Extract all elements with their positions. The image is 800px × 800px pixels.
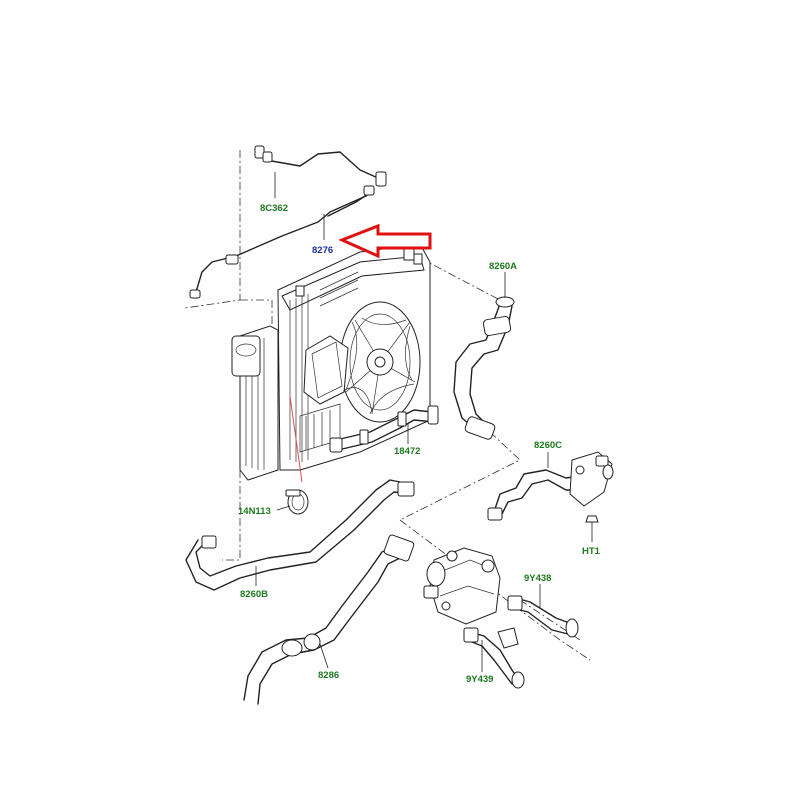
label-8260A: 8260A — [489, 261, 517, 272]
radiator-fan-assembly — [231, 243, 431, 481]
hose-8286[interactable] — [243, 534, 415, 705]
hose-8260C[interactable] — [487, 451, 614, 521]
label-9Y439: 9Y439 — [466, 674, 493, 685]
label-8276: 8276 — [312, 245, 333, 256]
label-HT1: HT1 — [582, 546, 601, 557]
label-8260B: 8260B — [240, 589, 268, 600]
label-8260C: 8260C — [534, 440, 562, 451]
label-18472: 18472 — [394, 446, 420, 457]
hose-8260A[interactable] — [453, 296, 515, 440]
leader-lines — [255, 172, 593, 672]
part-labels: 8C362 8276 8260A 18472 8260C HT1 14N113 … — [238, 203, 601, 685]
pointer-line-14N113 — [289, 395, 303, 483]
hose-8260B[interactable] — [185, 479, 415, 591]
bolt-HT1[interactable] — [585, 515, 599, 530]
label-9Y438: 9Y438 — [524, 573, 551, 584]
hose-18472[interactable] — [329, 405, 439, 453]
clamp-14N113[interactable] — [285, 489, 309, 515]
bleed-tube-8C362[interactable] — [254, 145, 387, 187]
label-8C362: 8C362 — [260, 203, 288, 214]
bleed-tube-8276[interactable] — [189, 185, 375, 299]
highlight-arrow — [338, 223, 432, 259]
label-8286: 8286 — [318, 670, 339, 681]
hose-9Y439[interactable] — [463, 627, 525, 689]
label-14N113: 14N113 — [238, 506, 271, 517]
thermostat-housing — [423, 547, 501, 625]
hose-9Y438[interactable] — [507, 595, 579, 638]
